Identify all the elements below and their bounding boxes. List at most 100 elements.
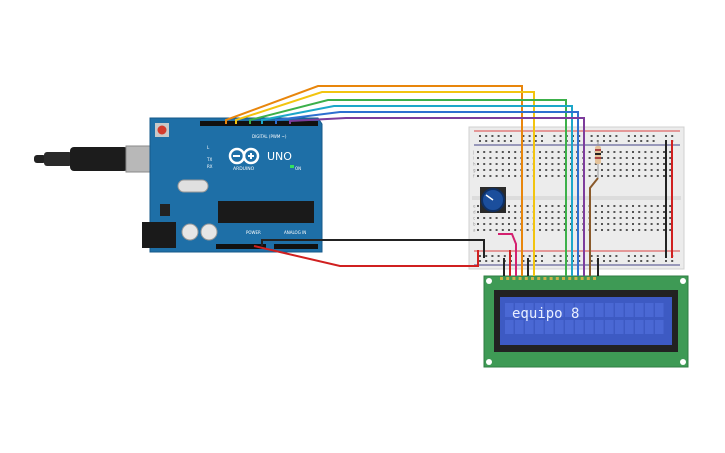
breadboard-hole[interactable] — [632, 169, 634, 171]
breadboard-hole[interactable] — [514, 205, 517, 207]
lcd-pin[interactable] — [562, 277, 565, 280]
breadboard-hole[interactable] — [495, 175, 498, 177]
breadboard-hole[interactable] — [663, 205, 665, 207]
rail-hole[interactable] — [609, 260, 612, 262]
breadboard-hole[interactable] — [557, 163, 560, 165]
rail-hole[interactable] — [615, 255, 618, 257]
breadboard-hole[interactable] — [588, 151, 591, 153]
breadboard-hole[interactable] — [656, 175, 659, 177]
rail-hole[interactable] — [671, 260, 674, 262]
breadboard-hole[interactable] — [477, 217, 479, 219]
rail-hole[interactable] — [479, 135, 481, 137]
breadboard-hole[interactable] — [545, 175, 548, 177]
rail-hole[interactable] — [503, 255, 506, 257]
breadboard-hole[interactable] — [625, 223, 628, 225]
breadboard-hole[interactable] — [557, 217, 560, 219]
breadboard-hole[interactable] — [663, 157, 665, 159]
lcd-pin[interactable] — [593, 277, 596, 280]
lcd-pin[interactable] — [531, 277, 534, 280]
rail-hole[interactable] — [634, 140, 636, 142]
breadboard-hole[interactable] — [545, 229, 548, 231]
rail-hole[interactable] — [522, 135, 525, 137]
breadboard-hole[interactable] — [501, 169, 504, 171]
rail-hole[interactable] — [640, 255, 643, 257]
breadboard-hole[interactable] — [619, 205, 622, 207]
rail-hole[interactable] — [522, 255, 525, 257]
rail-hole[interactable] — [497, 255, 500, 257]
breadboard-hole[interactable] — [663, 211, 665, 213]
rail-hole[interactable] — [553, 260, 556, 262]
breadboard-hole[interactable] — [625, 169, 628, 171]
breadboard-hole[interactable] — [625, 205, 628, 207]
breadboard-hole[interactable] — [483, 157, 486, 159]
breadboard-hole[interactable] — [495, 157, 498, 159]
rail-hole[interactable] — [528, 135, 531, 137]
breadboard-hole[interactable] — [607, 169, 610, 171]
breadboard-hole[interactable] — [644, 151, 647, 153]
rail-hole[interactable] — [590, 140, 593, 142]
breadboard-hole[interactable] — [601, 223, 603, 225]
breadboard-hole[interactable] — [594, 205, 597, 207]
breadboard-hole[interactable] — [632, 157, 634, 159]
breadboard-hole[interactable] — [563, 175, 566, 177]
breadboard-hole[interactable] — [613, 175, 616, 177]
lcd-pin[interactable] — [555, 277, 559, 280]
rail-hole[interactable] — [485, 260, 488, 262]
rail-hole[interactable] — [541, 140, 543, 142]
breadboard-hole[interactable] — [669, 205, 672, 207]
breadboard-hole[interactable] — [613, 163, 616, 165]
breadboard-hole[interactable] — [557, 211, 560, 213]
breadboard-hole[interactable] — [601, 217, 603, 219]
breadboard-hole[interactable] — [619, 169, 622, 171]
breadboard-hole[interactable] — [669, 151, 672, 153]
breadboard-hole[interactable] — [669, 211, 672, 213]
breadboard-hole[interactable] — [557, 175, 560, 177]
breadboard-hole[interactable] — [644, 211, 647, 213]
breadboard-hole[interactable] — [477, 211, 479, 213]
breadboard-hole[interactable] — [619, 217, 622, 219]
breadboard-hole[interactable] — [601, 205, 603, 207]
breadboard-hole[interactable] — [594, 217, 597, 219]
rail-hole[interactable] — [541, 260, 543, 262]
breadboard-hole[interactable] — [625, 217, 628, 219]
breadboard-hole[interactable] — [526, 175, 529, 177]
lcd-pin[interactable] — [568, 277, 572, 280]
breadboard-hole[interactable] — [483, 229, 486, 231]
breadboard-hole[interactable] — [669, 217, 672, 219]
breadboard-hole[interactable] — [650, 211, 653, 213]
rail-hole[interactable] — [491, 140, 494, 142]
rail-hole[interactable] — [646, 255, 649, 257]
rail-hole[interactable] — [640, 260, 643, 262]
breadboard-hole[interactable] — [638, 205, 641, 207]
rail-hole[interactable] — [491, 135, 494, 137]
breadboard-hole[interactable] — [594, 169, 597, 171]
breadboard-hole[interactable] — [495, 169, 498, 171]
breadboard-hole[interactable] — [477, 151, 479, 153]
breadboard-hole[interactable] — [477, 163, 479, 165]
rail-hole[interactable] — [609, 140, 612, 142]
rail-hole[interactable] — [634, 260, 636, 262]
breadboard-hole[interactable] — [483, 217, 486, 219]
lcd-pin[interactable] — [506, 277, 510, 280]
breadboard-hole[interactable] — [514, 151, 517, 153]
breadboard-hole[interactable] — [526, 205, 529, 207]
breadboard-hole[interactable] — [644, 223, 647, 225]
breadboard-hole[interactable] — [619, 151, 622, 153]
breadboard-hole[interactable] — [489, 175, 492, 177]
breadboard-hole[interactable] — [607, 163, 610, 165]
breadboard-hole[interactable] — [489, 223, 492, 225]
breadboard-hole[interactable] — [514, 223, 517, 225]
rail-hole[interactable] — [578, 135, 581, 137]
breadboard-hole[interactable] — [625, 151, 628, 153]
breadboard-hole[interactable] — [508, 169, 510, 171]
breadboard-hole[interactable] — [638, 175, 641, 177]
rail-hole[interactable] — [491, 255, 494, 257]
breadboard-hole[interactable] — [526, 163, 529, 165]
breadboard-hole[interactable] — [613, 169, 616, 171]
breadboard-hole[interactable] — [669, 163, 672, 165]
breadboard-hole[interactable] — [557, 205, 560, 207]
breadboard-hole[interactable] — [650, 175, 653, 177]
breadboard-hole[interactable] — [619, 175, 622, 177]
breadboard-hole[interactable] — [501, 229, 504, 231]
breadboard-hole[interactable] — [539, 157, 541, 159]
